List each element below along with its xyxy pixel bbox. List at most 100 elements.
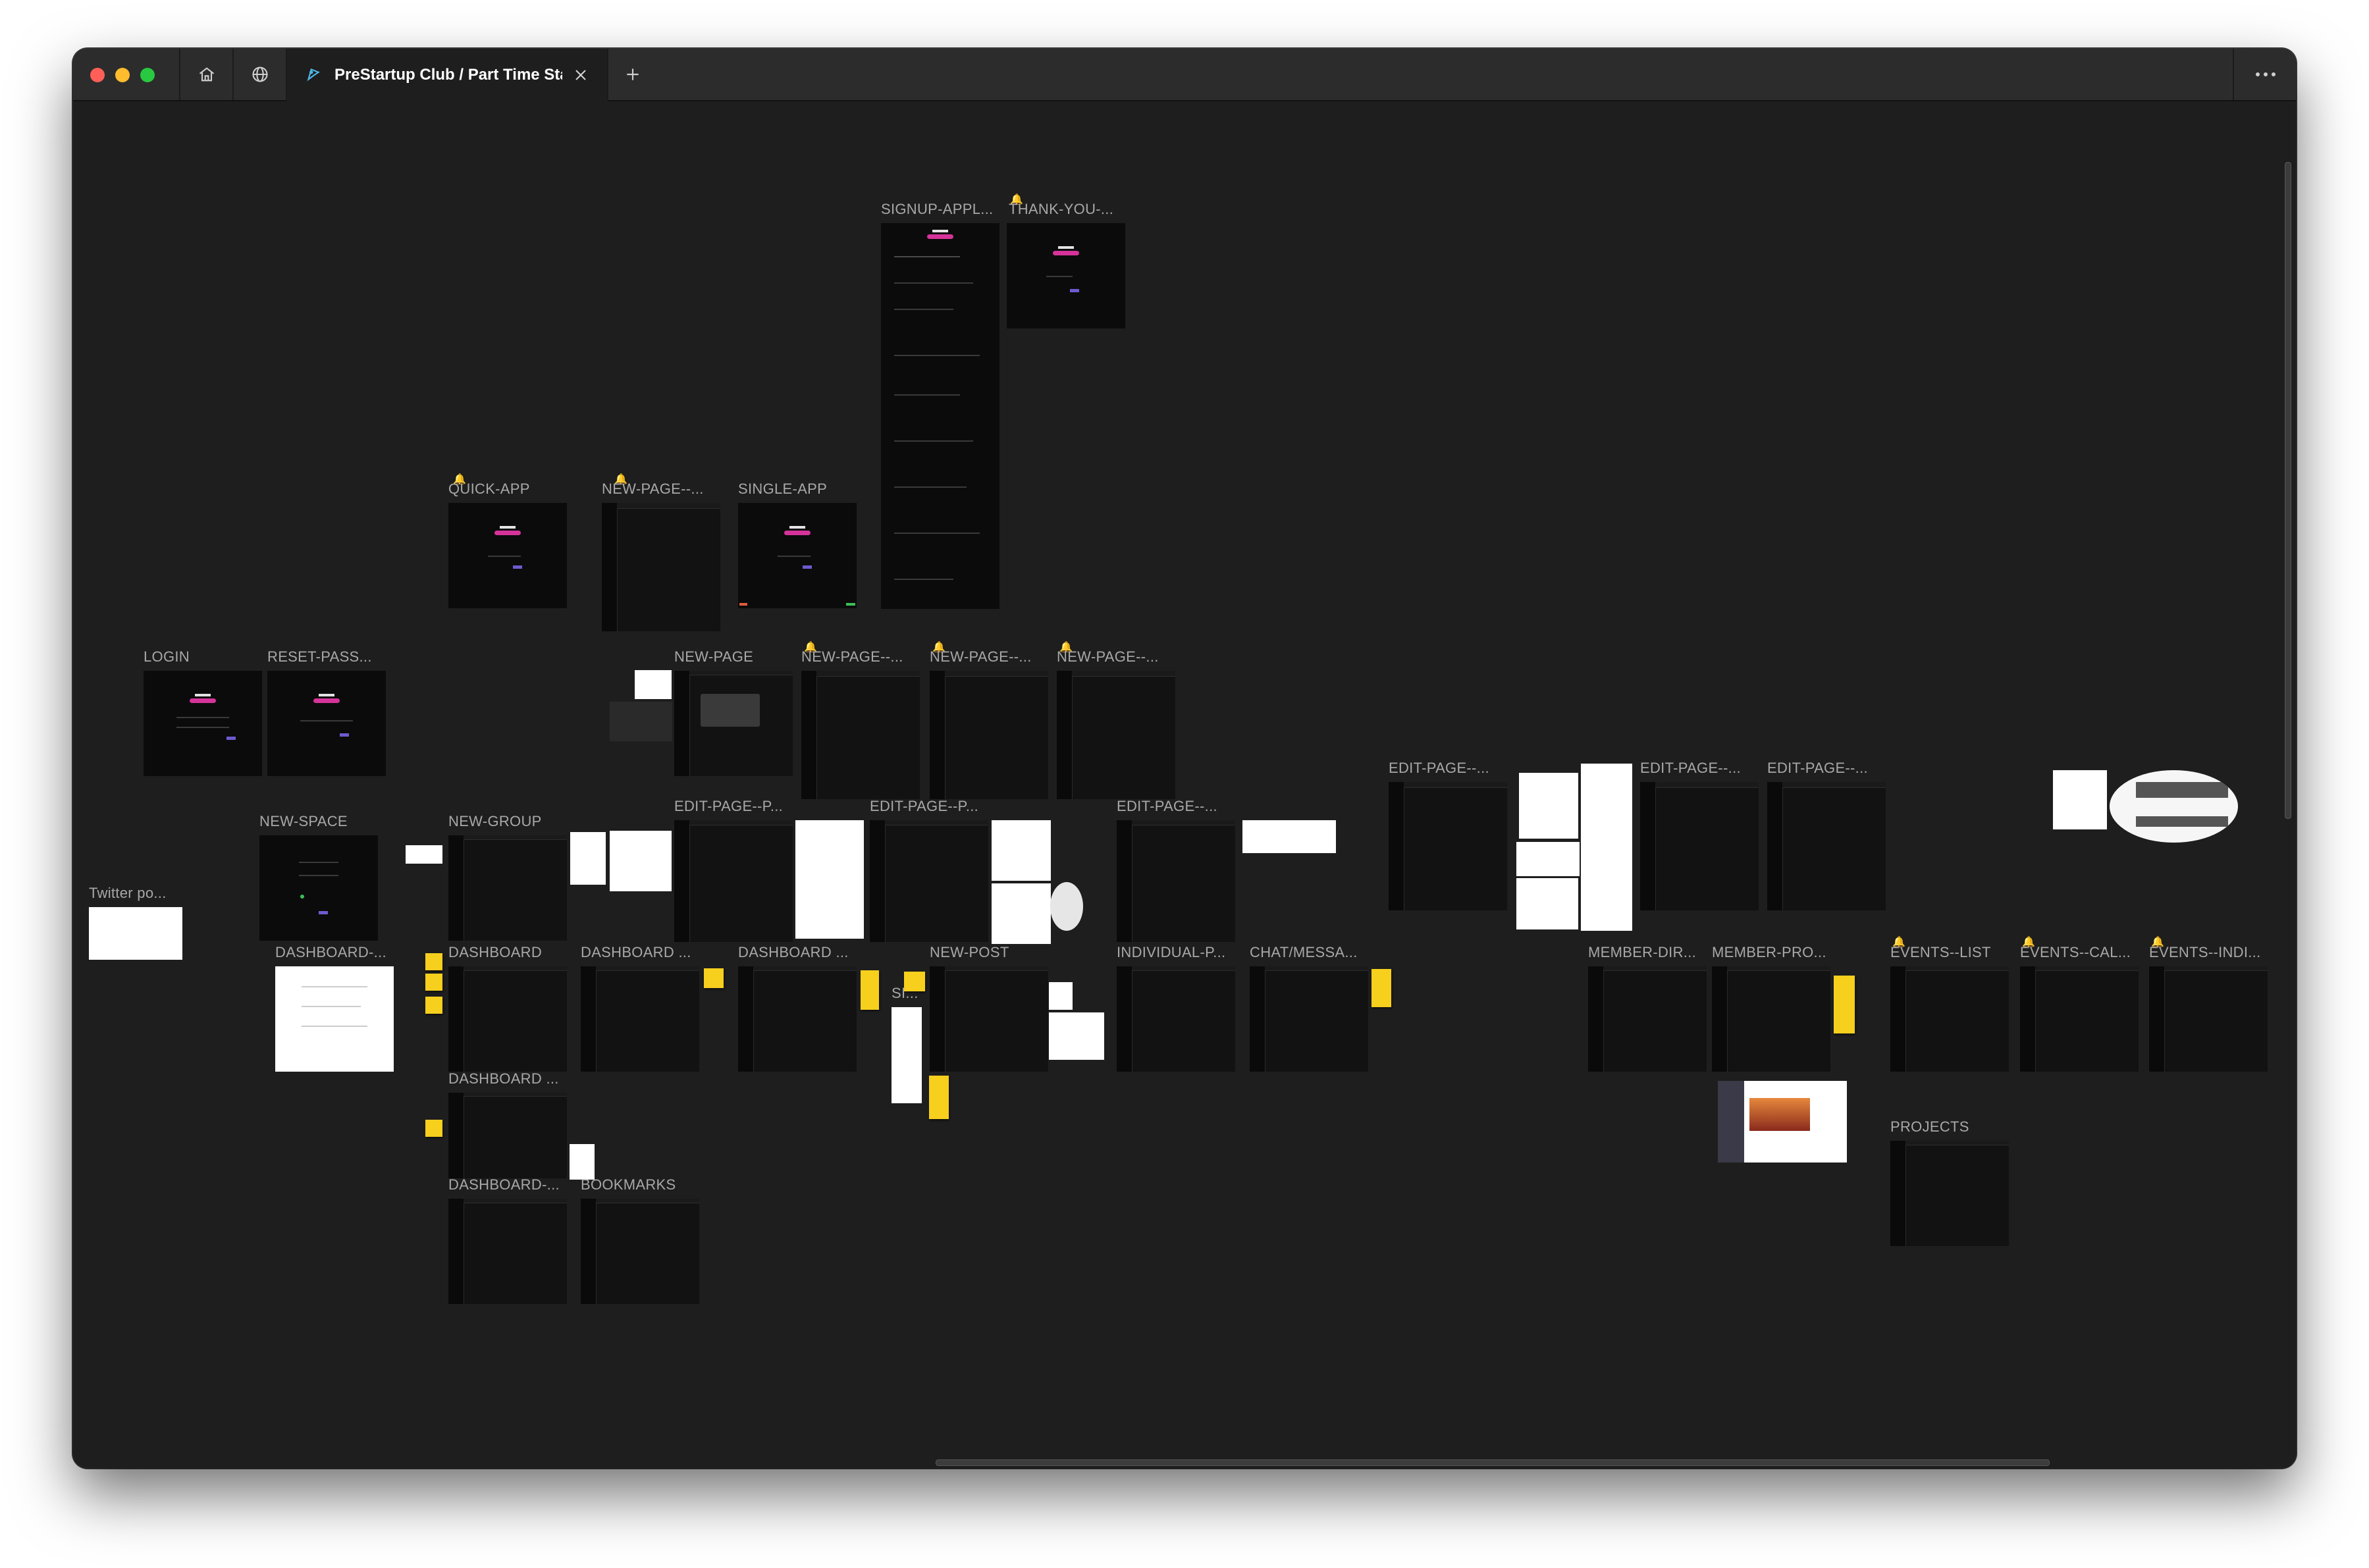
frame-label-dashboard-2[interactable]: DASHBOARD	[448, 944, 543, 960]
frame-label-bookmarks[interactable]: BOOKMARKS	[581, 1176, 676, 1193]
frame-annotation-white-6[interactable]	[406, 845, 442, 864]
frame-label-new-space[interactable]: NEW-SPACE	[259, 813, 348, 829]
frame-dashboard-light[interactable]	[275, 966, 394, 1072]
frame-chat-messages[interactable]	[1250, 966, 1368, 1072]
sticky-note[interactable]	[904, 972, 925, 991]
frame-new-group[interactable]	[448, 835, 567, 941]
sticky-note[interactable]	[1371, 969, 1391, 1007]
frame-twitter-post[interactable]	[89, 907, 182, 960]
frame-member-directory[interactable]	[1588, 966, 1707, 1072]
frame-annotation-white-10[interactable]	[992, 820, 1051, 881]
frame-label-chat[interactable]: CHAT/MESSA...	[1250, 944, 1358, 960]
frame-reset-password[interactable]	[267, 671, 386, 776]
frame-individual-post[interactable]	[1117, 966, 1235, 1072]
frame-dashboard-6[interactable]	[448, 1199, 567, 1304]
frame-label-individual[interactable]: INDIVIDUAL-P...	[1117, 944, 1226, 960]
frame-edit-page-p2[interactable]	[870, 820, 988, 942]
frame-edit-page-1[interactable]	[1389, 782, 1507, 910]
frame-label-events-list[interactable]: EVENTS--LIST	[1890, 944, 1991, 960]
frame-label-edit-page-p2[interactable]: EDIT-PAGE--P...	[870, 798, 979, 814]
frame-label-new-group[interactable]: NEW-GROUP	[448, 813, 542, 829]
sticky-note[interactable]	[425, 953, 442, 970]
frame-label-edit-page-2[interactable]: EDIT-PAGE--...	[1640, 760, 1741, 776]
frame-dashboard-4[interactable]	[738, 966, 857, 1072]
frame-new-page-4[interactable]	[1057, 671, 1175, 799]
frame-annotation-white-11[interactable]	[992, 883, 1051, 944]
sticky-note[interactable]	[425, 974, 442, 991]
frame-edit-page-4[interactable]	[1117, 820, 1235, 942]
frame-annotation-white-4[interactable]	[1516, 878, 1578, 929]
frame-annotation-grey[interactable]	[1050, 882, 1083, 931]
frame-label-edit-page-p1[interactable]: EDIT-PAGE--P...	[674, 798, 784, 814]
frame-label-new-page-3[interactable]: NEW-PAGE--...	[930, 648, 1032, 665]
frame-annotation-white-12[interactable]	[1242, 820, 1336, 853]
comment-icon[interactable]: 🔔	[932, 642, 945, 653]
horizontal-scrollbar[interactable]	[936, 1459, 2050, 1466]
sticky-note[interactable]	[929, 1076, 949, 1119]
sticky-note[interactable]	[704, 968, 724, 988]
frame-label-projects[interactable]: PROJECTS	[1890, 1118, 1969, 1135]
frame-member-sidebar-preview[interactable]	[1718, 1081, 1744, 1163]
frame-label-dashboard-3[interactable]: DASHBOARD ...	[581, 944, 691, 960]
frame-annotation-white-1[interactable]	[1519, 773, 1578, 839]
frame-label-new-page-1[interactable]: NEW-PAGE--...	[602, 481, 704, 497]
more-menu-button[interactable]	[2233, 49, 2296, 100]
frame-label-twitter[interactable]: Twitter po...	[89, 885, 167, 901]
frame-label-dashboard-1[interactable]: DASHBOARD-...	[275, 944, 386, 960]
frame-annotation-white-13[interactable]	[892, 1007, 922, 1103]
comment-icon[interactable]: 🔔	[1010, 194, 1023, 205]
close-icon[interactable]	[573, 67, 589, 83]
frame-dashboard-5[interactable]	[448, 1093, 567, 1178]
comment-icon[interactable]: 🔔	[2022, 937, 2035, 948]
frame-new-post[interactable]	[930, 966, 1048, 1072]
frame-label-new-page-2[interactable]: NEW-PAGE--...	[801, 648, 903, 665]
drafts-button[interactable]	[232, 49, 286, 100]
frame-signup-application[interactable]	[881, 223, 999, 609]
frame-quick-app[interactable]	[448, 503, 567, 608]
comment-icon[interactable]: 🔔	[1059, 642, 1073, 653]
frame-annotation-white-15[interactable]	[1049, 1012, 1104, 1060]
frame-label-member-pro[interactable]: MEMBER-PRO...	[1712, 944, 1826, 960]
comment-icon[interactable]: 🔔	[453, 474, 466, 485]
frame-annotation-white-7[interactable]	[570, 832, 606, 885]
frame-annotation-white-9[interactable]	[795, 820, 864, 939]
frame-events-list[interactable]	[1890, 966, 2009, 1072]
frame-annotation-white-14[interactable]	[1049, 982, 1073, 1010]
frame-annotation-white-8[interactable]	[610, 831, 672, 891]
frame-member-profile-preview[interactable]	[1744, 1081, 1847, 1163]
frame-label-edit-page-4[interactable]: EDIT-PAGE--...	[1117, 798, 1217, 814]
minimize-window-button[interactable]	[115, 68, 130, 82]
frame-new-page-2[interactable]	[801, 671, 920, 799]
frame-label-dashboard-4[interactable]: DASHBOARD ...	[738, 944, 849, 960]
sticky-note[interactable]	[425, 1120, 442, 1137]
frame-annotation-white-5[interactable]	[2053, 770, 2107, 829]
maximize-window-button[interactable]	[140, 68, 155, 82]
comment-icon[interactable]: 🔔	[804, 642, 817, 653]
frame-label-edit-page-3[interactable]: EDIT-PAGE--...	[1767, 760, 1868, 776]
frame-thank-you[interactable]	[1007, 223, 1125, 328]
frame-new-space[interactable]	[259, 835, 378, 941]
active-tab[interactable]: PreStartup Club / Part Time Start	[286, 49, 608, 101]
frame-edit-page-p1[interactable]	[674, 820, 793, 942]
frame-single-app[interactable]	[738, 503, 857, 608]
frame-new-page-3[interactable]	[930, 671, 1048, 799]
frame-edit-page-3[interactable]	[1767, 782, 1886, 910]
frame-dashboard-3[interactable]	[581, 966, 699, 1072]
frame-bookmarks[interactable]	[581, 1199, 699, 1304]
comment-icon[interactable]: 🔔	[2151, 937, 2164, 948]
frame-label-dashboard-5[interactable]: DASHBOARD ...	[448, 1070, 559, 1087]
frame-events-individual[interactable]	[2149, 966, 2268, 1072]
design-canvas[interactable]: SIGNUP-APPL... 🔔 THANK-YOU-... 🔔 QUICK-A…	[73, 101, 2296, 1468]
frame-popup-white[interactable]	[635, 670, 672, 699]
sticky-note[interactable]	[425, 997, 442, 1014]
frame-label-signup[interactable]: SIGNUP-APPL...	[881, 201, 994, 217]
frame-annotation-white-2[interactable]	[1581, 764, 1632, 931]
sticky-note[interactable]	[861, 970, 879, 1010]
sticky-note[interactable]	[1834, 976, 1855, 1033]
frame-annotation-white-16[interactable]	[570, 1144, 595, 1180]
frame-label-member-dir[interactable]: MEMBER-DIR...	[1588, 944, 1697, 960]
frame-label-events-indi[interactable]: EVENTS--INDI...	[2149, 944, 2261, 960]
frame-member-profile[interactable]	[1712, 966, 1830, 1072]
frame-new-page-1[interactable]	[602, 503, 720, 631]
frame-label-si[interactable]: SI...	[892, 985, 918, 1001]
